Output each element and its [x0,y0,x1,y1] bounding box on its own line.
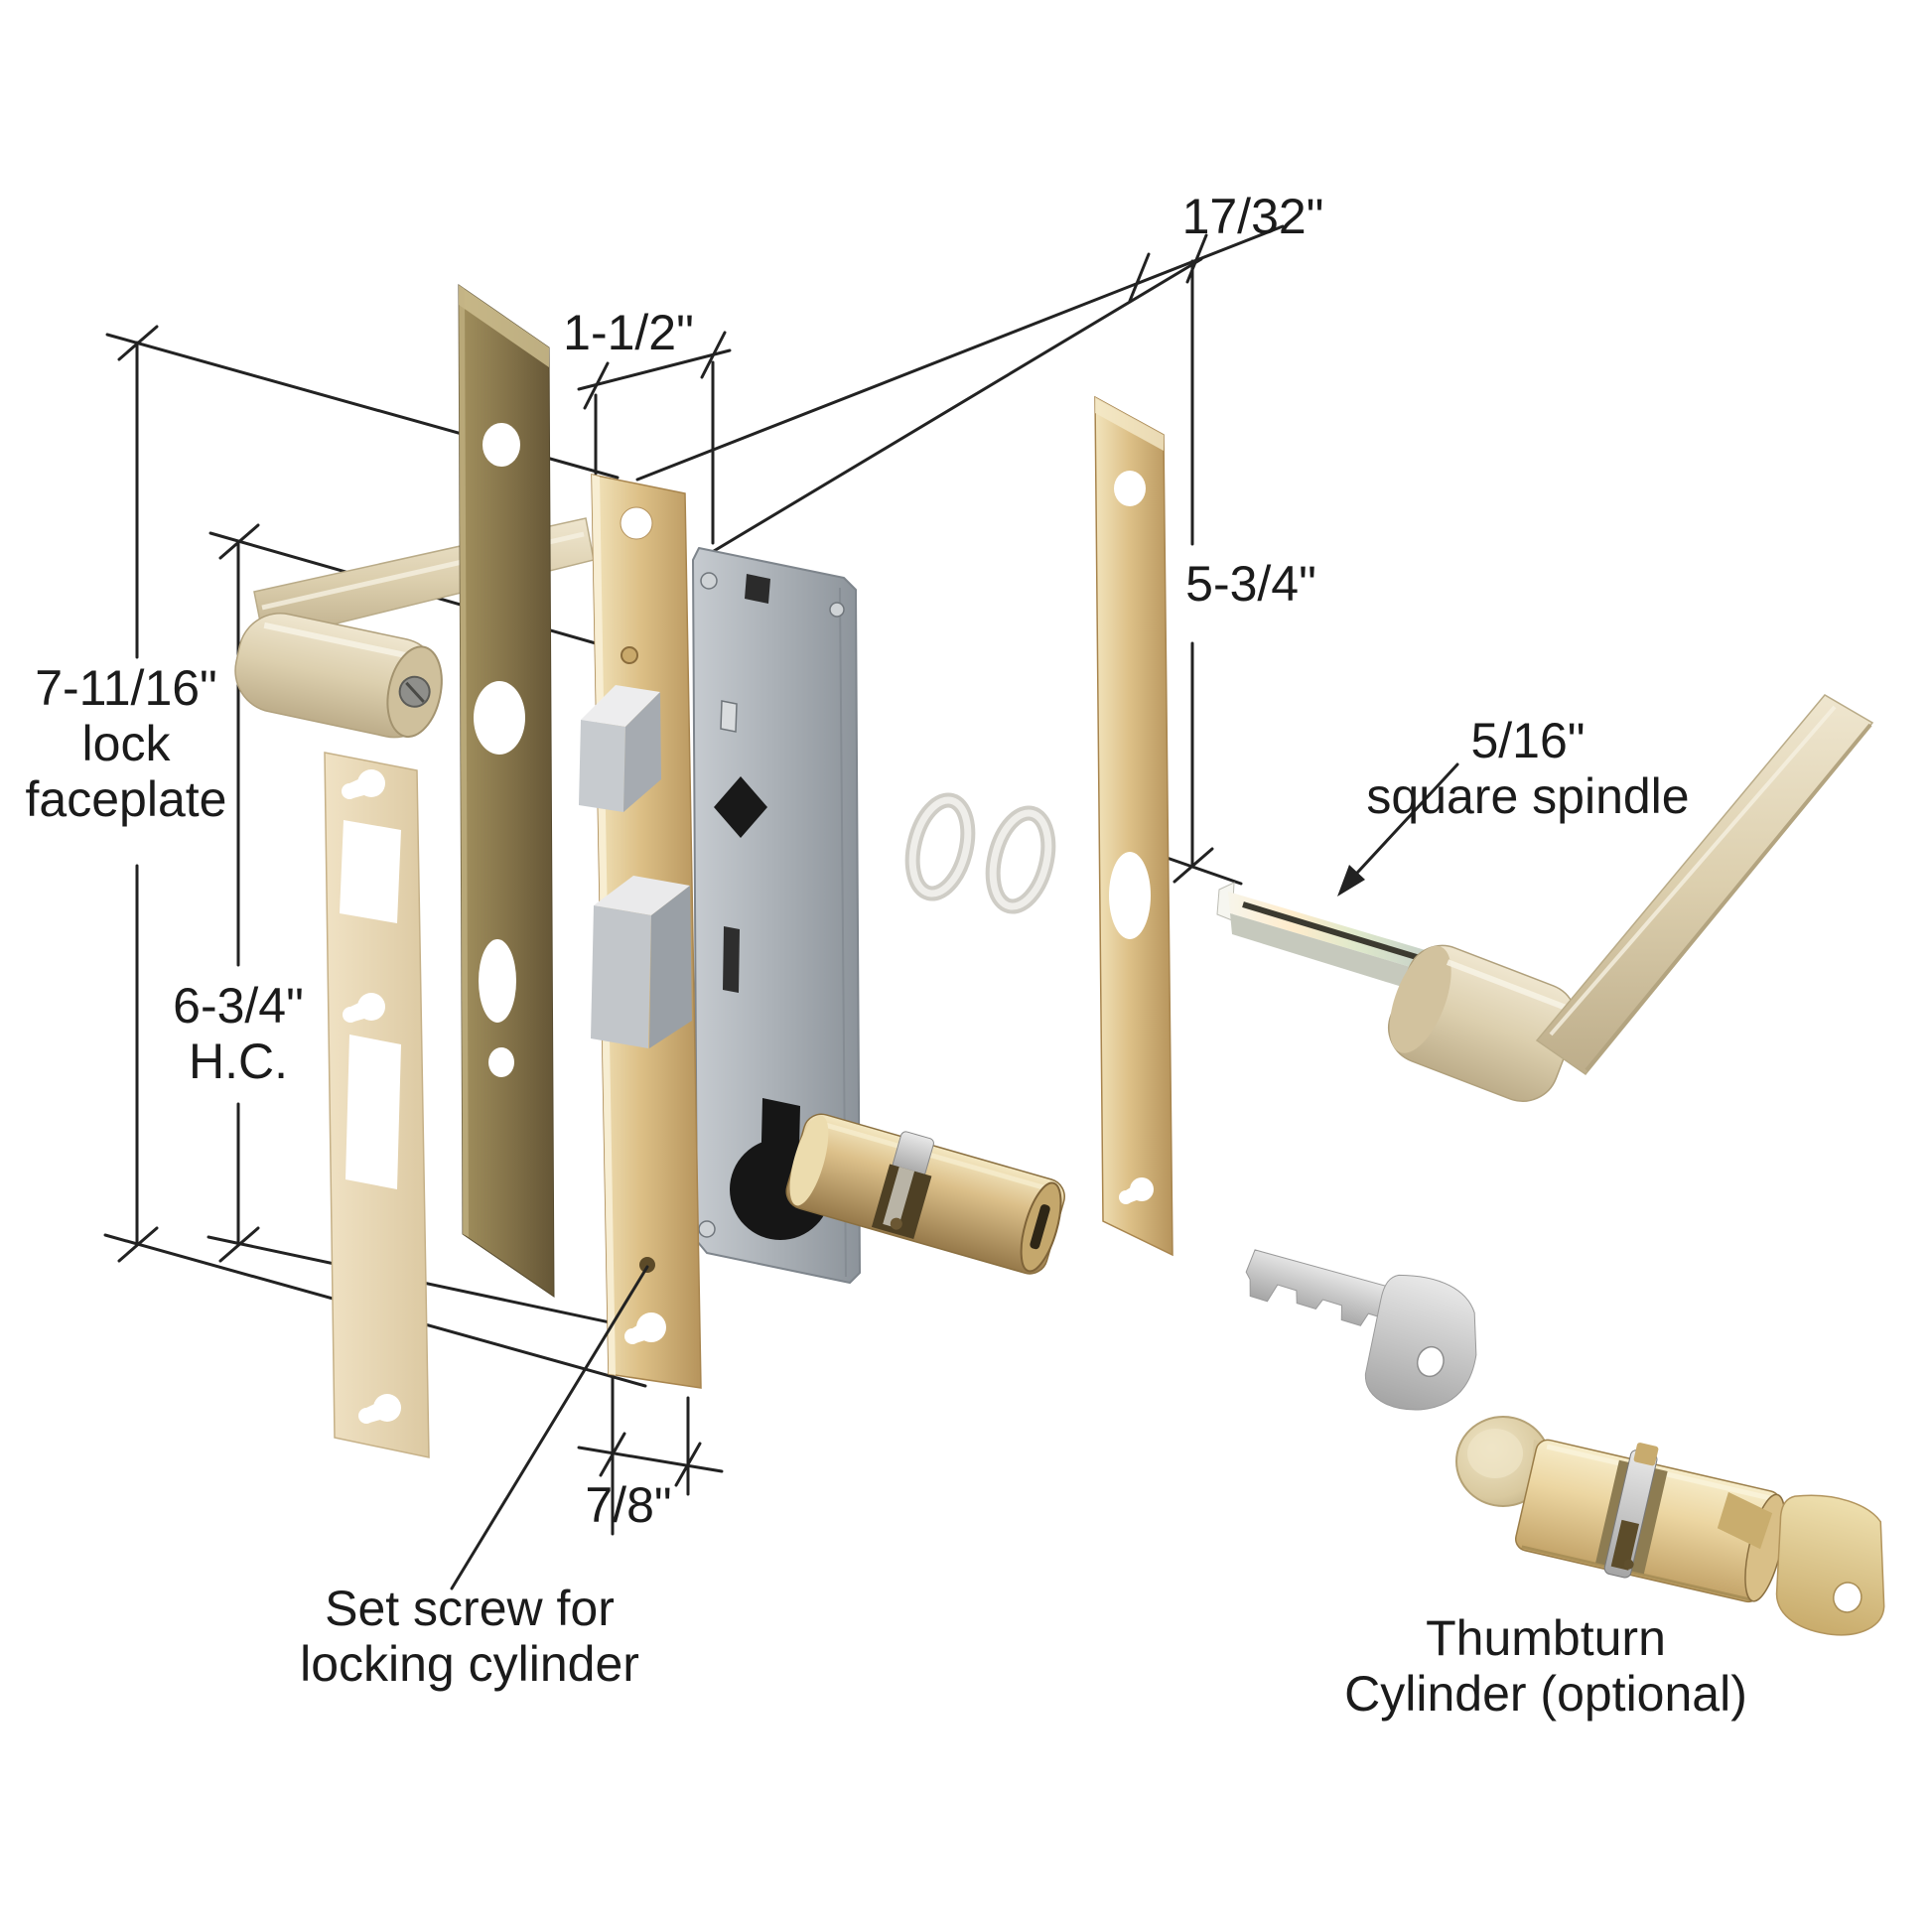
label-square-spindle-line2: square spindle [1366,768,1690,824]
label-lock-faceplate-line3: faceplate [25,771,227,827]
leader-lines [450,762,1459,1590]
label-17-32: 17/32" [1181,189,1324,244]
label-set-screw-line2: locking cylinder [300,1636,639,1692]
lock-cylinder [785,1113,1065,1275]
strike-plate [324,752,430,1458]
label-7-8: 7/8" [585,1477,672,1533]
label-thumbturn-line1: Thumbturn [1426,1610,1666,1666]
label-lock-faceplate: 7-11/16" lock faceplate [26,660,227,827]
spindle-leader [1344,762,1459,887]
label-lock-faceplate-line1: 7-11/16" [35,660,217,716]
trim-plate-keyhole [1119,1177,1154,1204]
label-thumbturn: Thumbturn Cylinder (optional) [1344,1610,1747,1722]
dimension-lines [103,224,1285,1536]
deadbolt [591,876,692,1048]
set-screw-leader [450,1265,649,1590]
spindle-arrowhead-icon [1337,865,1365,897]
mortise-lock-body [692,547,861,1284]
thumbturn-key [1717,1491,1885,1636]
washers [904,792,1056,914]
thumbturn-cylinder [1455,1416,1885,1636]
label-square-spindle: 5/16" square spindle [1366,713,1689,824]
label-thumbturn-line2: Cylinder (optional) [1344,1666,1747,1722]
square-spindle [1216,882,1441,999]
right-lever-handle [1535,694,1874,1076]
label-hole-centers-line1: 6-3/4" [173,978,304,1034]
label-hole-centers: 6-3/4" H.C. [173,978,304,1089]
interior-trim-plate [1094,395,1173,1257]
label-set-screw: Set screw for locking cylinder [300,1581,639,1692]
latch-bolt [579,685,661,812]
label-set-screw-line1: Set screw for [325,1581,615,1636]
label-lock-faceplate-line2: lock [81,716,171,771]
set-screw-hole [639,1257,655,1273]
keyway-icon [1030,1204,1050,1250]
label-5-3-4: 5-3/4" [1185,556,1316,612]
strike-plate-screw-holes [342,769,401,1424]
label-1-1-2: 1-1/2" [563,305,694,360]
key [1245,1249,1477,1411]
faceplate-keyhole [624,1312,666,1344]
label-square-spindle-line1: 5/16" [1470,713,1586,768]
label-hole-centers-line2: H.C. [189,1034,288,1089]
exterior-trim-plate [458,284,555,1298]
spindle-hub-hole [714,776,767,838]
